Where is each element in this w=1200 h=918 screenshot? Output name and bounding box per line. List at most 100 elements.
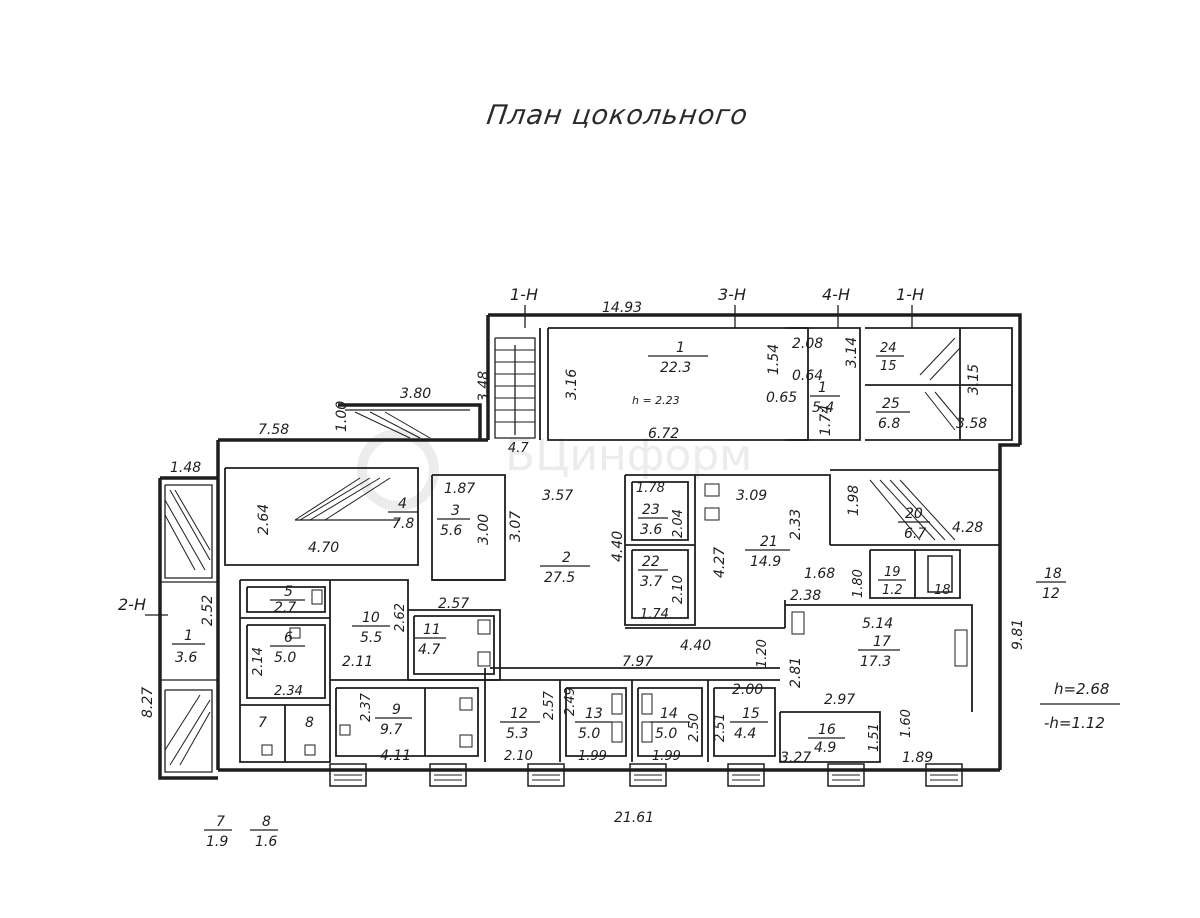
room-area: 14.9 [750, 554, 781, 570]
room-area: 17.3 [860, 654, 891, 670]
dimension-label: 5.14 [862, 616, 893, 632]
room-area: 5.0 [578, 726, 600, 742]
room-number: 4 [398, 496, 407, 512]
room-area: 7.8 [392, 516, 414, 532]
dimension-label: 1.51 [867, 723, 882, 752]
note-18: 18 12 [1036, 566, 1066, 602]
dimension-label: 2.14 [251, 647, 266, 676]
dimension-label: 0.65 [766, 390, 797, 406]
dimension-label: 3.57 [542, 488, 573, 504]
axis-label: 1-Н [896, 285, 924, 304]
room-3: 3 5.6 [437, 503, 470, 539]
room-number: 2 [562, 550, 571, 566]
stair-left-top [164, 484, 213, 579]
dimension-label: 1.48 [170, 460, 201, 476]
room-area: 2.7 [274, 600, 296, 616]
dimension-label: 2.10 [671, 575, 686, 604]
dimension-label: 4.70 [308, 540, 339, 556]
dimension-label: 4.40 [680, 638, 711, 654]
room-s1: 1 5.4 [810, 380, 840, 416]
room-number: 14 [660, 706, 678, 722]
dimension-label: 3.16 [564, 369, 580, 400]
dimension-label: 2.00 [732, 682, 763, 698]
room-area: 6.8 [878, 416, 900, 432]
room-15: 15 4.4 [730, 706, 768, 742]
axis-label: 4-Н [822, 285, 850, 304]
room-number: 21 [760, 534, 778, 550]
dimension-label: 1.68 [804, 566, 835, 582]
dimension-label: 3.14 [844, 337, 860, 368]
dimension-labels: 14.93 3.80 3.48 1.00 7.58 1.48 2.52 8.27… [140, 300, 1026, 826]
room-21: 21 14.9 [745, 534, 790, 570]
room-14: 14 5.0 [650, 706, 690, 742]
exterior-walls [158, 313, 1022, 780]
dimension-label: 2.50 [687, 713, 702, 742]
room-number: 13 [585, 706, 603, 722]
room-labels: 1 22.3 h = 2.23 2 27.5 3 5.6 4 7.8 5 2.7… [172, 340, 951, 756]
room-area: 1.2 [882, 583, 903, 598]
room-11: 11 4.7 [415, 622, 446, 658]
dimension-label: 4.7 [508, 441, 529, 456]
room-13: 13 5.0 [575, 706, 612, 742]
windows [329, 763, 963, 787]
stair-room1 [494, 337, 536, 439]
dimension-label: 4.11 [380, 748, 411, 764]
sanitary-fixtures [261, 483, 968, 756]
room-area: 5.6 [440, 523, 462, 539]
dimension-label: 3.15 [966, 364, 982, 395]
axis-label: 2-Н [118, 595, 146, 614]
dimension-label: 2.57 [542, 690, 557, 720]
room-area: 5.3 [506, 726, 528, 742]
dimension-label: 1.20 [755, 639, 770, 668]
dimension-label: 8.27 [140, 687, 156, 718]
dimension-label: 2.38 [790, 588, 821, 604]
dimension-label: 1.74 [640, 607, 669, 622]
room-23: 23 3.6 [638, 502, 668, 538]
room-number: 8 [305, 715, 314, 731]
dimension-label: 3.80 [400, 386, 431, 402]
dimension-label: 2.10 [504, 749, 533, 764]
room-area: 27.5 [544, 570, 575, 586]
dimension-label: 2.51 [713, 713, 728, 742]
dimension-label: 4.27 [712, 547, 728, 578]
room-number: 11 [423, 622, 441, 638]
dimension-label: 2.04 [671, 509, 686, 538]
room-20: 20 6.7 [898, 506, 930, 542]
room-22: 22 3.7 [638, 554, 668, 590]
room-number: 8 [262, 814, 271, 830]
dimension-label: 3.09 [736, 488, 767, 504]
dimension-label: 1.98 [846, 485, 862, 516]
room-area: 12 [1042, 586, 1060, 602]
dimension-label: 2.49 [563, 687, 578, 716]
room-number: 7 [216, 814, 225, 830]
stair-left-bottom [164, 689, 213, 773]
room-16: 16 4.9 [808, 722, 845, 756]
dimension-label: 7.58 [258, 422, 289, 438]
room-8: 8 [305, 715, 314, 731]
room-number: 5 [284, 584, 293, 600]
room-number: 3 [451, 503, 460, 519]
room-1: 1 22.3 h = 2.23 [632, 340, 708, 407]
dimension-label: 1.99 [652, 749, 681, 764]
room-number: 10 [362, 610, 380, 626]
room-area: 9.7 [380, 722, 402, 738]
stair-room24 [919, 337, 961, 431]
dimension-label: 1.89 [902, 750, 933, 766]
dimension-label: 14.93 [602, 300, 642, 316]
dimension-label: 0.64 [792, 368, 823, 384]
room-number: 18 [1044, 566, 1062, 582]
stair-room20 [869, 479, 956, 541]
room-area: 3.6 [175, 650, 197, 666]
dimension-label: 2.64 [256, 504, 272, 535]
watermark-text: БЦинформ [505, 430, 752, 481]
room-area: 6.7 [904, 526, 926, 542]
room-number: 9 [392, 702, 401, 718]
room-17: 17 17.3 [858, 634, 900, 670]
room-number: 12 [510, 706, 528, 722]
room-area: 5.0 [274, 650, 296, 666]
stair-top-left [345, 409, 470, 439]
room-7: 7 [258, 715, 267, 731]
room-number: 25 [882, 396, 900, 412]
room-number: 7 [258, 715, 267, 731]
room-area: 5.0 [655, 726, 677, 742]
